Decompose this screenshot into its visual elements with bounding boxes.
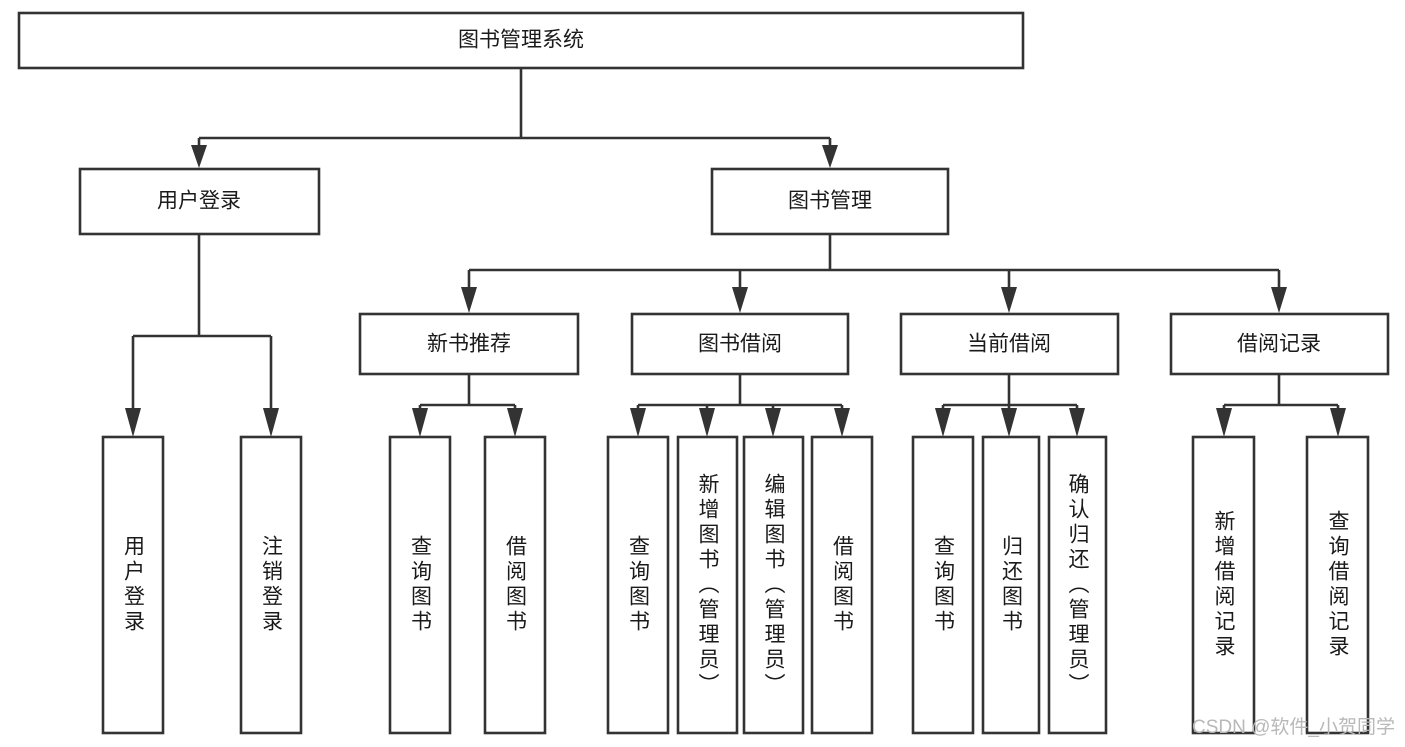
arrow-head-leaf-user-login [125, 408, 141, 437]
node-leaf-borrow-book-2[interactable] [810, 435, 874, 735]
node-root[interactable] [17, 11, 1025, 70]
arrow-head-book-borrow [732, 287, 748, 313]
arrow-head-user-login [191, 145, 207, 168]
node-new-book-recommend-label: 新书推荐 [427, 333, 511, 356]
node-user-login-label: 用户登录 [157, 190, 241, 213]
arrow-head-current-borrow [1001, 287, 1017, 313]
arrow-head-leaf-query-record [1330, 408, 1346, 437]
arrow-head-leaf-borrow-book-1 [507, 408, 523, 437]
node-root-label: 图书管理系统 [458, 29, 584, 52]
connector-group [125, 68, 1346, 437]
node-borrow-record-label: 借阅记录 [1237, 333, 1321, 356]
node-leaf-confirm-return[interactable] [1047, 435, 1108, 735]
node-leaf-query-book-1[interactable] [388, 435, 452, 735]
arrow-head-leaf-user-logout [263, 408, 279, 437]
node-leaf-query-book-2[interactable] [606, 435, 670, 735]
arrow-head-leaf-edit-book [765, 408, 781, 437]
node-borrow-record[interactable] [1169, 312, 1390, 376]
arrow-head-leaf-add-record [1216, 408, 1232, 437]
node-book-borrow[interactable] [630, 312, 850, 376]
node-leaf-query-book-3[interactable] [911, 435, 975, 735]
node-leaf-return-book[interactable] [981, 435, 1041, 735]
node-leaf-user-logout[interactable] [239, 435, 303, 735]
node-leaf-query-record[interactable] [1305, 435, 1370, 735]
node-book-borrow-label: 图书借阅 [698, 333, 782, 356]
csdn-watermark: CSDN @软件_小贺同学 [1192, 717, 1395, 738]
node-leaf-add-record[interactable] [1191, 435, 1256, 735]
node-user-login[interactable] [78, 167, 321, 236]
arrow-head-leaf-confirm-return [1069, 408, 1085, 437]
node-new-book-recommend[interactable] [358, 312, 580, 376]
node-leaf-user-login[interactable] [101, 435, 165, 735]
arrow-head-leaf-return-book [1001, 408, 1017, 437]
arrow-head-leaf-query-book-1 [412, 408, 428, 437]
node-book-manage-label: 图书管理 [788, 190, 872, 213]
arrow-head-new-book-recommend [461, 287, 477, 313]
arrow-head-leaf-add-book [699, 408, 715, 437]
node-leaf-borrow-book-1[interactable] [483, 435, 547, 735]
arrow-head-book-manage [822, 145, 838, 168]
arrow-head-leaf-borrow-book-2 [834, 408, 850, 437]
node-leaf-edit-book[interactable] [742, 435, 805, 735]
node-current-borrow-label: 当前借阅 [967, 333, 1051, 356]
arrow-head-leaf-query-book-2 [630, 408, 646, 437]
node-current-borrow[interactable] [899, 312, 1120, 376]
arrow-head-leaf-query-book-3 [935, 408, 951, 437]
node-leaf-add-book[interactable] [676, 435, 739, 735]
arrow-head-borrow-record [1271, 287, 1287, 313]
node-book-manage[interactable] [710, 167, 950, 236]
